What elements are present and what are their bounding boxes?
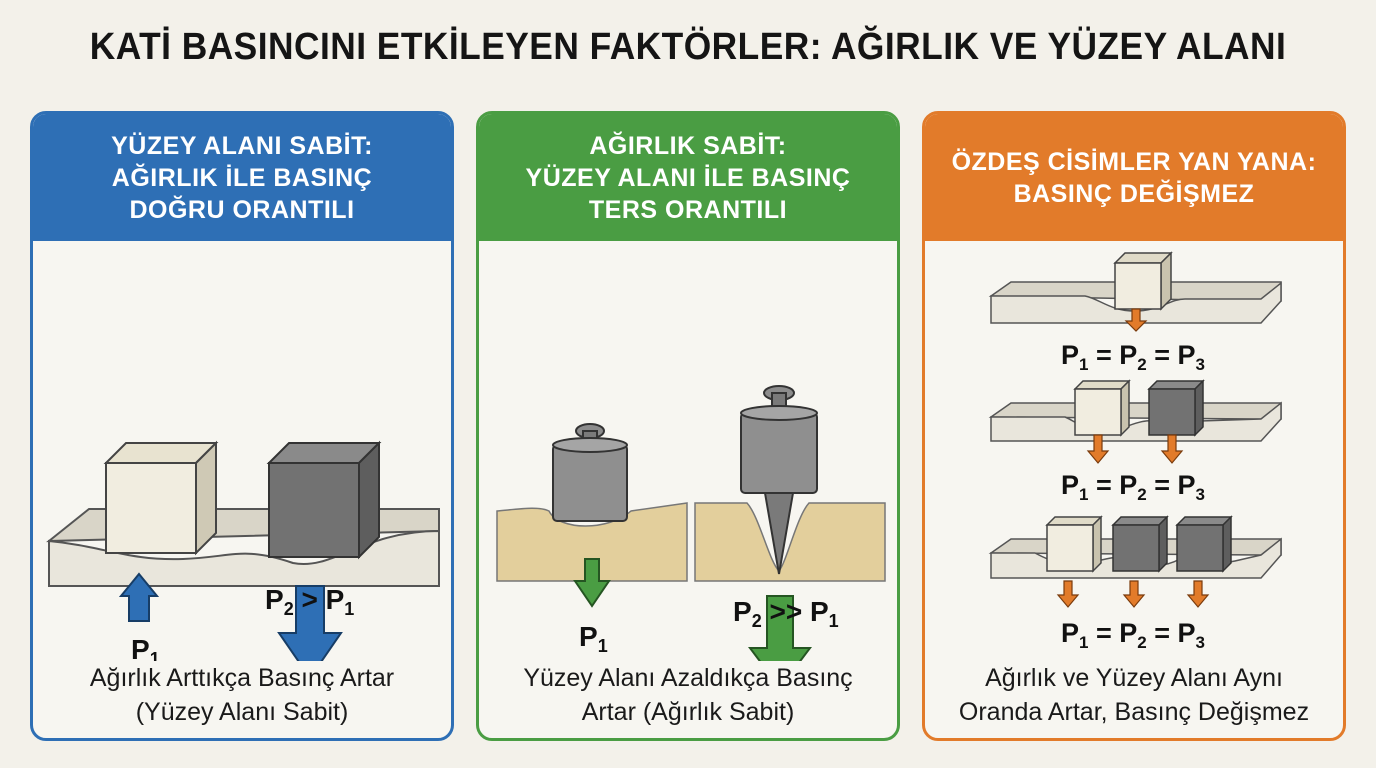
panel-2-caption-line-1: Yüzey Alanı Azaldıkça Basınç bbox=[523, 664, 853, 692]
panel-2-heading: AĞIRLIK SABİT: YÜZEY ALANI İLE BASINÇ TE… bbox=[479, 114, 897, 241]
row-three-cubes bbox=[988, 515, 1282, 608]
panel-1-heading-line-3: DOĞRU ORANTILI bbox=[129, 195, 355, 224]
panel-area-pressure: AĞIRLIK SABİT: YÜZEY ALANI İLE BASINÇ TE… bbox=[476, 111, 900, 741]
light-cube bbox=[103, 440, 219, 556]
panel-1-caption-line-1: Ağırlık Arttıkça Basınç Artar bbox=[89, 664, 395, 692]
panel-1-heading-line-1: YÜZEY ALANI SABİT: bbox=[111, 131, 373, 160]
panel-3-caption-line-1: Ağırlık ve Yüzey Alanı Aynı bbox=[985, 664, 1283, 692]
panel-weight-pressure: YÜZEY ALANI SABİT: AĞIRLIK İLE BASINÇ DO… bbox=[30, 111, 454, 741]
panel-2-heading-line-1: AĞIRLIK SABİT: bbox=[589, 131, 787, 160]
panel-2-illustration: P1 bbox=[496, 385, 886, 661]
panel-2-heading-line-2: YÜZEY ALANI İLE BASINÇ bbox=[525, 163, 851, 192]
panel-2-caption-line-2: Artar (Ağırlık Sabit) bbox=[581, 698, 795, 726]
panel-1-illustration: P1 bbox=[46, 440, 440, 661]
label-p2-gt-p1: P2 >> P1 bbox=[733, 596, 839, 631]
panel-1-heading: YÜZEY ALANI SABİT: AĞIRLIK İLE BASINÇ DO… bbox=[33, 114, 451, 241]
label-p1: P1 bbox=[131, 634, 160, 661]
pointed-weight bbox=[740, 385, 818, 575]
flat-weight bbox=[552, 423, 628, 522]
panel-2-caption: Yüzey Alanı Azaldıkça Basınç Artar (Ağır… bbox=[479, 661, 897, 729]
panel-3-heading-line-2: BASINÇ DEĞİŞMEZ bbox=[1013, 179, 1255, 208]
row-one-cube bbox=[988, 251, 1282, 332]
equation-row-1: P1 = P2 = P3 bbox=[1061, 340, 1205, 374]
panel-1-result-label: P2 > P1 bbox=[265, 584, 354, 619]
big-arrow-icon bbox=[277, 585, 343, 661]
panel-3-heading: ÖZDEŞ CİSİMLER YAN YANA: BASINÇ DEĞİŞMEZ bbox=[925, 114, 1343, 241]
panel-3-illustration: P1 = P2 = P3 P1 = P2 = P3 P1 = P2 = P3 bbox=[988, 251, 1282, 652]
big-arrow-icon bbox=[748, 595, 812, 661]
panel-1-caption-line-2: (Yüzey Alanı Sabit) bbox=[135, 698, 349, 726]
panel-1-heading-line-2: AĞIRLIK İLE BASINÇ bbox=[111, 163, 373, 192]
panel-3-caption-line-2: Oranda Artar, Basınç Değişmez bbox=[958, 698, 1310, 726]
small-arrow-icon bbox=[573, 558, 611, 608]
heavy-cube bbox=[266, 440, 382, 560]
panel-3-caption: Ağırlık ve Yüzey Alanı Aynı Oranda Artar… bbox=[925, 661, 1343, 729]
panel-2-result-label: P2 >> P1 bbox=[733, 596, 839, 631]
equation-row-2: P1 = P2 = P3 bbox=[1061, 470, 1205, 504]
panel-identical-objects: ÖZDEŞ CİSİMLER YAN YANA: BASINÇ DEĞİŞMEZ bbox=[922, 111, 1346, 741]
panel-2-heading-line-3: TERS ORANTILI bbox=[588, 195, 788, 224]
row-two-cubes bbox=[988, 379, 1282, 464]
equation-row-3: P1 = P2 = P3 bbox=[1061, 618, 1205, 652]
label-p1: P1 bbox=[579, 621, 608, 656]
panel-1-caption: Ağırlık Arttıkça Basınç Artar (Yüzey Ala… bbox=[33, 661, 451, 729]
panel-3-heading-line-1: ÖZDEŞ CİSİMLER YAN YANA: bbox=[951, 147, 1317, 176]
label-p2-gt-p1: P2 > P1 bbox=[265, 584, 354, 619]
small-arrow-icon bbox=[118, 572, 160, 622]
page-title: KATİ BASINCINI ETKİLEYEN FAKTÖRLER: AĞIR… bbox=[89, 26, 1287, 68]
